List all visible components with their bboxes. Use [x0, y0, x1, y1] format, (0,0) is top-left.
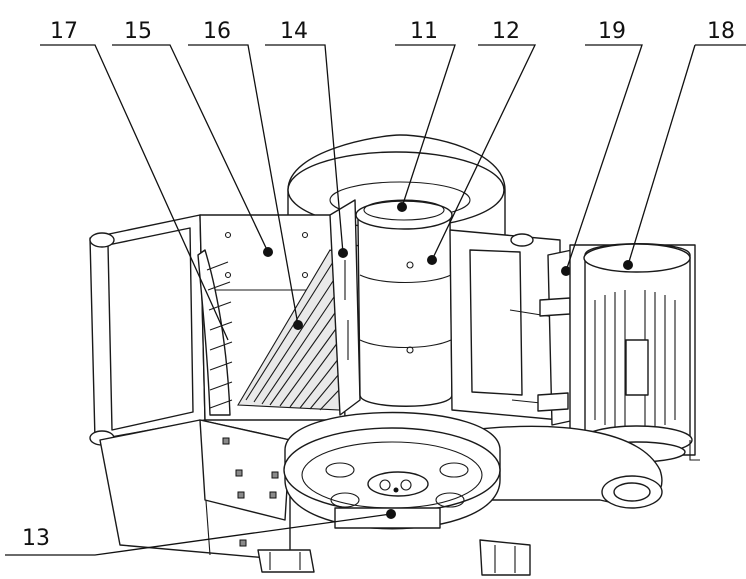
machine-housing — [89, 134, 700, 576]
leader-lines — [5, 44, 746, 556]
bolts — [222, 437, 279, 547]
label-16: 16 — [203, 19, 231, 44]
label-17: 17 — [50, 19, 78, 44]
label-18: 18 — [707, 19, 735, 44]
electric-motor — [569, 243, 696, 463]
label-19: 19 — [598, 19, 626, 44]
label-14: 14 — [280, 19, 308, 44]
rotor-cylinder — [355, 199, 453, 407]
label-13: 13 — [22, 526, 50, 551]
label-15: 15 — [124, 19, 152, 44]
part-labels: 17 15 16 14 11 12 19 18 13 — [22, 19, 735, 551]
pulley — [283, 411, 501, 530]
label-11: 11 — [410, 19, 438, 44]
label-12: 12 — [492, 19, 520, 44]
